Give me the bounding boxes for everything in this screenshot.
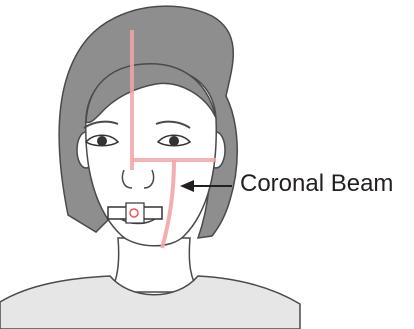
- midsagittal-beam: [130, 30, 134, 170]
- coronal-beam-label: Coronal Beam: [240, 172, 393, 196]
- bite-block-tab: [126, 203, 144, 223]
- right-eye-iris: [169, 136, 179, 146]
- left-eye-iris: [97, 136, 107, 146]
